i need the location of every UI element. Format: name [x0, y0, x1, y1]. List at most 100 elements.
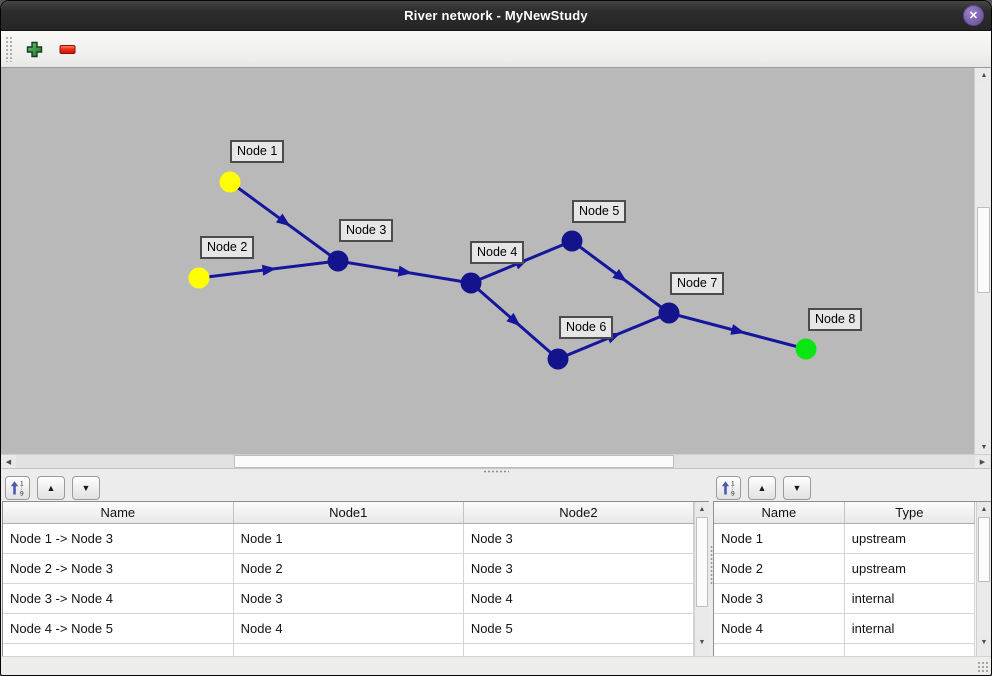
scrollbar-thumb[interactable] — [977, 207, 990, 293]
table-cell[interactable]: Node 3 — [233, 583, 464, 614]
table-cell[interactable]: Node 3 — [714, 583, 845, 614]
table-cell[interactable]: Node 2 -> Node 3 — [3, 553, 234, 584]
node-circle[interactable] — [219, 171, 241, 193]
toolbar-grip-handle[interactable] — [5, 36, 12, 62]
column-header[interactable]: Node2 — [463, 502, 695, 524]
edge-arrowhead — [397, 265, 413, 277]
title-bar[interactable]: River network - MyNewStudy ✕ — [1, 1, 991, 31]
svg-text:1: 1 — [731, 480, 735, 487]
scroll-up-button[interactable]: ▲ — [977, 502, 991, 516]
scroll-down-button[interactable]: ▼ — [977, 635, 991, 649]
move-down-button[interactable]: ▼ — [783, 475, 811, 500]
table-cell[interactable]: Node 2 — [233, 553, 464, 584]
move-up-button[interactable]: ▲ — [37, 475, 65, 500]
column-header[interactable]: Name — [714, 502, 845, 524]
table-cell[interactable]: Node 4 — [714, 613, 845, 644]
node-label: Node 2 — [200, 236, 255, 259]
edge-arrowhead — [506, 312, 521, 327]
close-button[interactable]: ✕ — [963, 5, 984, 26]
table-cell[interactable]: Node 3 -> Node 4 — [3, 583, 234, 614]
column-header[interactable]: Type — [844, 502, 976, 524]
scroll-left-button[interactable]: ◀ — [1, 455, 16, 468]
table-cell[interactable]: Node 1 — [233, 523, 464, 554]
column-header[interactable]: Node1 — [233, 502, 464, 524]
sort-ascending-icon: 1 9 — [721, 480, 735, 496]
canvas-horizontal-scrollbar[interactable]: ◀ ▶ — [1, 454, 991, 469]
vertical-splitter[interactable] — [709, 474, 713, 656]
scroll-up-icon: ▲ — [980, 505, 988, 513]
horizontal-splitter[interactable] — [1, 469, 991, 474]
scroll-down-button[interactable]: ▼ — [695, 635, 709, 649]
node-circle[interactable] — [188, 267, 210, 289]
edge-arrowhead — [612, 269, 627, 282]
scroll-right-button[interactable]: ▶ — [975, 455, 990, 468]
nodes-toolbar: 1 9 ▲ ▼ — [713, 474, 991, 501]
scroll-down-icon: ▼ — [980, 443, 988, 451]
table-cell[interactable] — [463, 643, 695, 656]
node-circle[interactable] — [658, 302, 680, 324]
table-row[interactable] — [714, 643, 976, 656]
node-circle[interactable] — [561, 230, 583, 252]
remove-node-button[interactable] — [54, 36, 80, 62]
nodes-table-scrollbar[interactable]: ▲ ▼ — [976, 502, 991, 656]
sort-ascending-icon: 1 9 — [10, 480, 24, 496]
node-label: Node 4 — [470, 241, 525, 264]
triangle-down-icon: ▼ — [81, 482, 91, 493]
table-cell[interactable]: Node 3 — [463, 523, 695, 554]
splitter-grip-icon — [709, 545, 713, 585]
sort-button[interactable]: 1 9 — [5, 475, 30, 500]
add-node-button[interactable] — [21, 36, 47, 62]
scroll-down-icon: ▼ — [698, 638, 706, 646]
scroll-down-icon: ▼ — [980, 638, 988, 646]
table-cell[interactable]: Node 3 — [463, 553, 695, 584]
scroll-up-button[interactable]: ▲ — [976, 68, 991, 82]
node-circle[interactable] — [795, 338, 817, 360]
table-cell[interactable]: upstream — [844, 523, 976, 554]
node-circle[interactable] — [547, 348, 569, 370]
table-cell[interactable] — [3, 643, 234, 656]
window-title: River network - MyNewStudy — [404, 8, 588, 23]
status-bar — [1, 656, 991, 675]
table-cell[interactable] — [233, 643, 464, 656]
resize-grip-handle[interactable] — [977, 661, 988, 672]
scroll-up-button[interactable]: ▲ — [695, 502, 709, 516]
scrollbar-thumb[interactable] — [978, 517, 990, 582]
table-cell[interactable]: internal — [844, 583, 976, 614]
table-cell[interactable]: upstream — [844, 553, 976, 584]
table-cell[interactable]: Node 5 — [463, 613, 695, 644]
column-header[interactable]: Name — [3, 502, 234, 524]
canvas-vertical-scrollbar[interactable]: ▲ ▼ — [974, 68, 991, 454]
triangle-down-icon: ▼ — [792, 482, 802, 493]
table-cell[interactable]: internal — [844, 613, 976, 644]
table-cell[interactable]: Node 4 -> Node 5 — [3, 613, 234, 644]
node-circle[interactable] — [327, 250, 349, 272]
table-cell[interactable]: Node 4 — [233, 613, 464, 644]
scrollbar-thumb[interactable] — [234, 455, 674, 468]
table-cell[interactable] — [714, 643, 845, 656]
scroll-down-button[interactable]: ▼ — [976, 440, 991, 454]
table-row[interactable] — [3, 643, 695, 656]
table-cell[interactable]: Node 1 -> Node 3 — [3, 523, 234, 554]
scrollbar-thumb[interactable] — [696, 517, 708, 607]
move-down-button[interactable]: ▼ — [72, 475, 100, 500]
node-circle[interactable] — [460, 272, 482, 294]
table-cell[interactable]: Node 1 — [714, 523, 845, 554]
table-cell[interactable]: Node 2 — [714, 553, 845, 584]
table-cell[interactable] — [844, 643, 976, 656]
sort-button[interactable]: 1 9 — [716, 475, 741, 500]
move-up-button[interactable]: ▲ — [748, 475, 776, 500]
links-table-scrollbar[interactable]: ▲ ▼ — [694, 502, 709, 656]
table-cell[interactable]: Node 4 — [463, 583, 695, 614]
